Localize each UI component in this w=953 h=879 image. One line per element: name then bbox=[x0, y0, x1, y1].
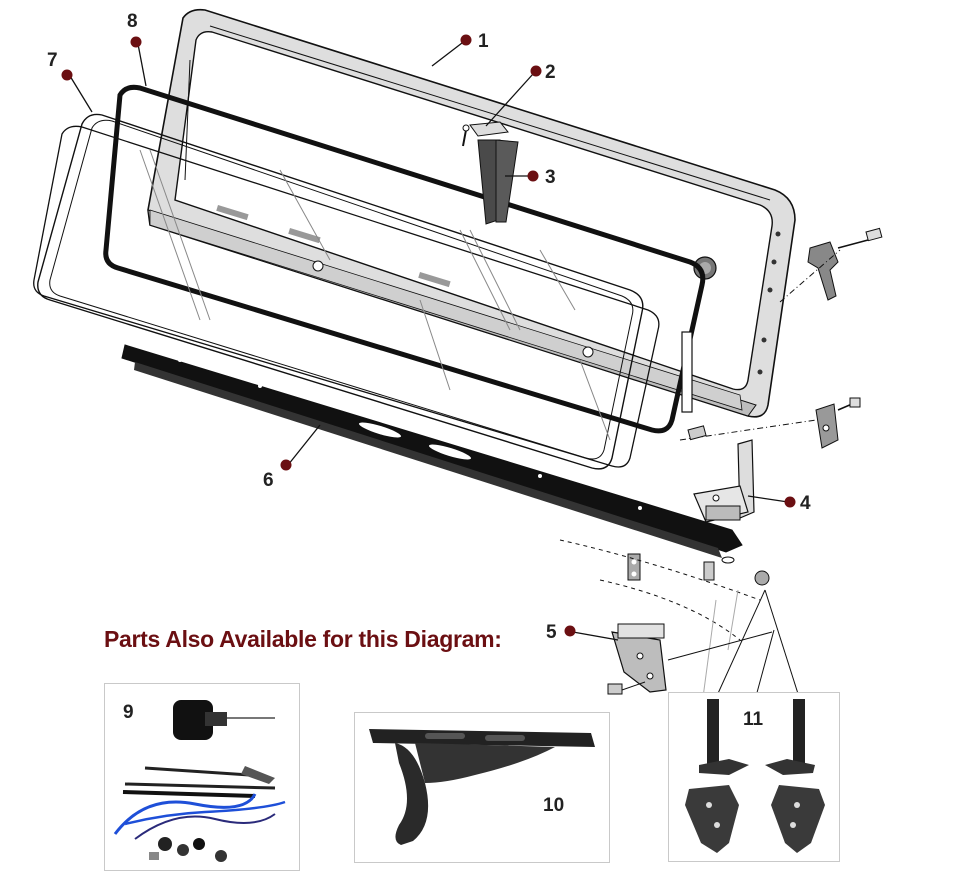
callout-7: 7 bbox=[47, 50, 73, 81]
windshield-frame-bracket-image bbox=[369, 729, 595, 845]
callout-leaders bbox=[69, 42, 789, 641]
hinge-set-image bbox=[685, 699, 825, 853]
svg-text:6: 6 bbox=[263, 470, 274, 491]
inner-seal bbox=[103, 84, 706, 434]
svg-text:5: 5 bbox=[546, 622, 557, 643]
svg-text:2: 2 bbox=[545, 62, 556, 83]
mirror-strap bbox=[477, 139, 519, 225]
callout-5: 5 bbox=[546, 622, 576, 643]
part-panel-11[interactable]: 11 bbox=[668, 692, 840, 862]
part-panel-10[interactable]: 10 bbox=[354, 712, 610, 863]
also-available-title: Parts Also Available for this Diagram: bbox=[104, 626, 502, 652]
svg-text:4: 4 bbox=[800, 493, 811, 514]
part-10-label: 10 bbox=[543, 795, 565, 816]
bottom-channel bbox=[121, 344, 743, 558]
lower-latch bbox=[679, 397, 861, 449]
mirror-bracket bbox=[462, 121, 509, 147]
callout-1: 1 bbox=[460, 31, 489, 52]
svg-text:3: 3 bbox=[545, 167, 556, 188]
windshield-frame bbox=[147, 8, 796, 418]
svg-text:8: 8 bbox=[127, 11, 138, 32]
svg-text:7: 7 bbox=[47, 50, 58, 71]
callout-8: 8 bbox=[127, 11, 142, 48]
upper-hinge bbox=[693, 439, 755, 523]
callout-4: 4 bbox=[784, 493, 811, 514]
glass-panes bbox=[33, 113, 693, 470]
callout-2: 2 bbox=[530, 62, 556, 83]
svg-text:1: 1 bbox=[478, 31, 489, 52]
callout-3: 3 bbox=[527, 167, 556, 188]
part-panel-9[interactable]: 9 bbox=[104, 683, 300, 871]
part-11-label: 11 bbox=[743, 709, 764, 730]
callout-6: 6 bbox=[263, 459, 292, 491]
lower-hinge bbox=[607, 623, 773, 695]
part-9-label: 9 bbox=[123, 702, 134, 723]
wiper-kit-image bbox=[113, 700, 286, 862]
upper-latch bbox=[779, 227, 883, 303]
